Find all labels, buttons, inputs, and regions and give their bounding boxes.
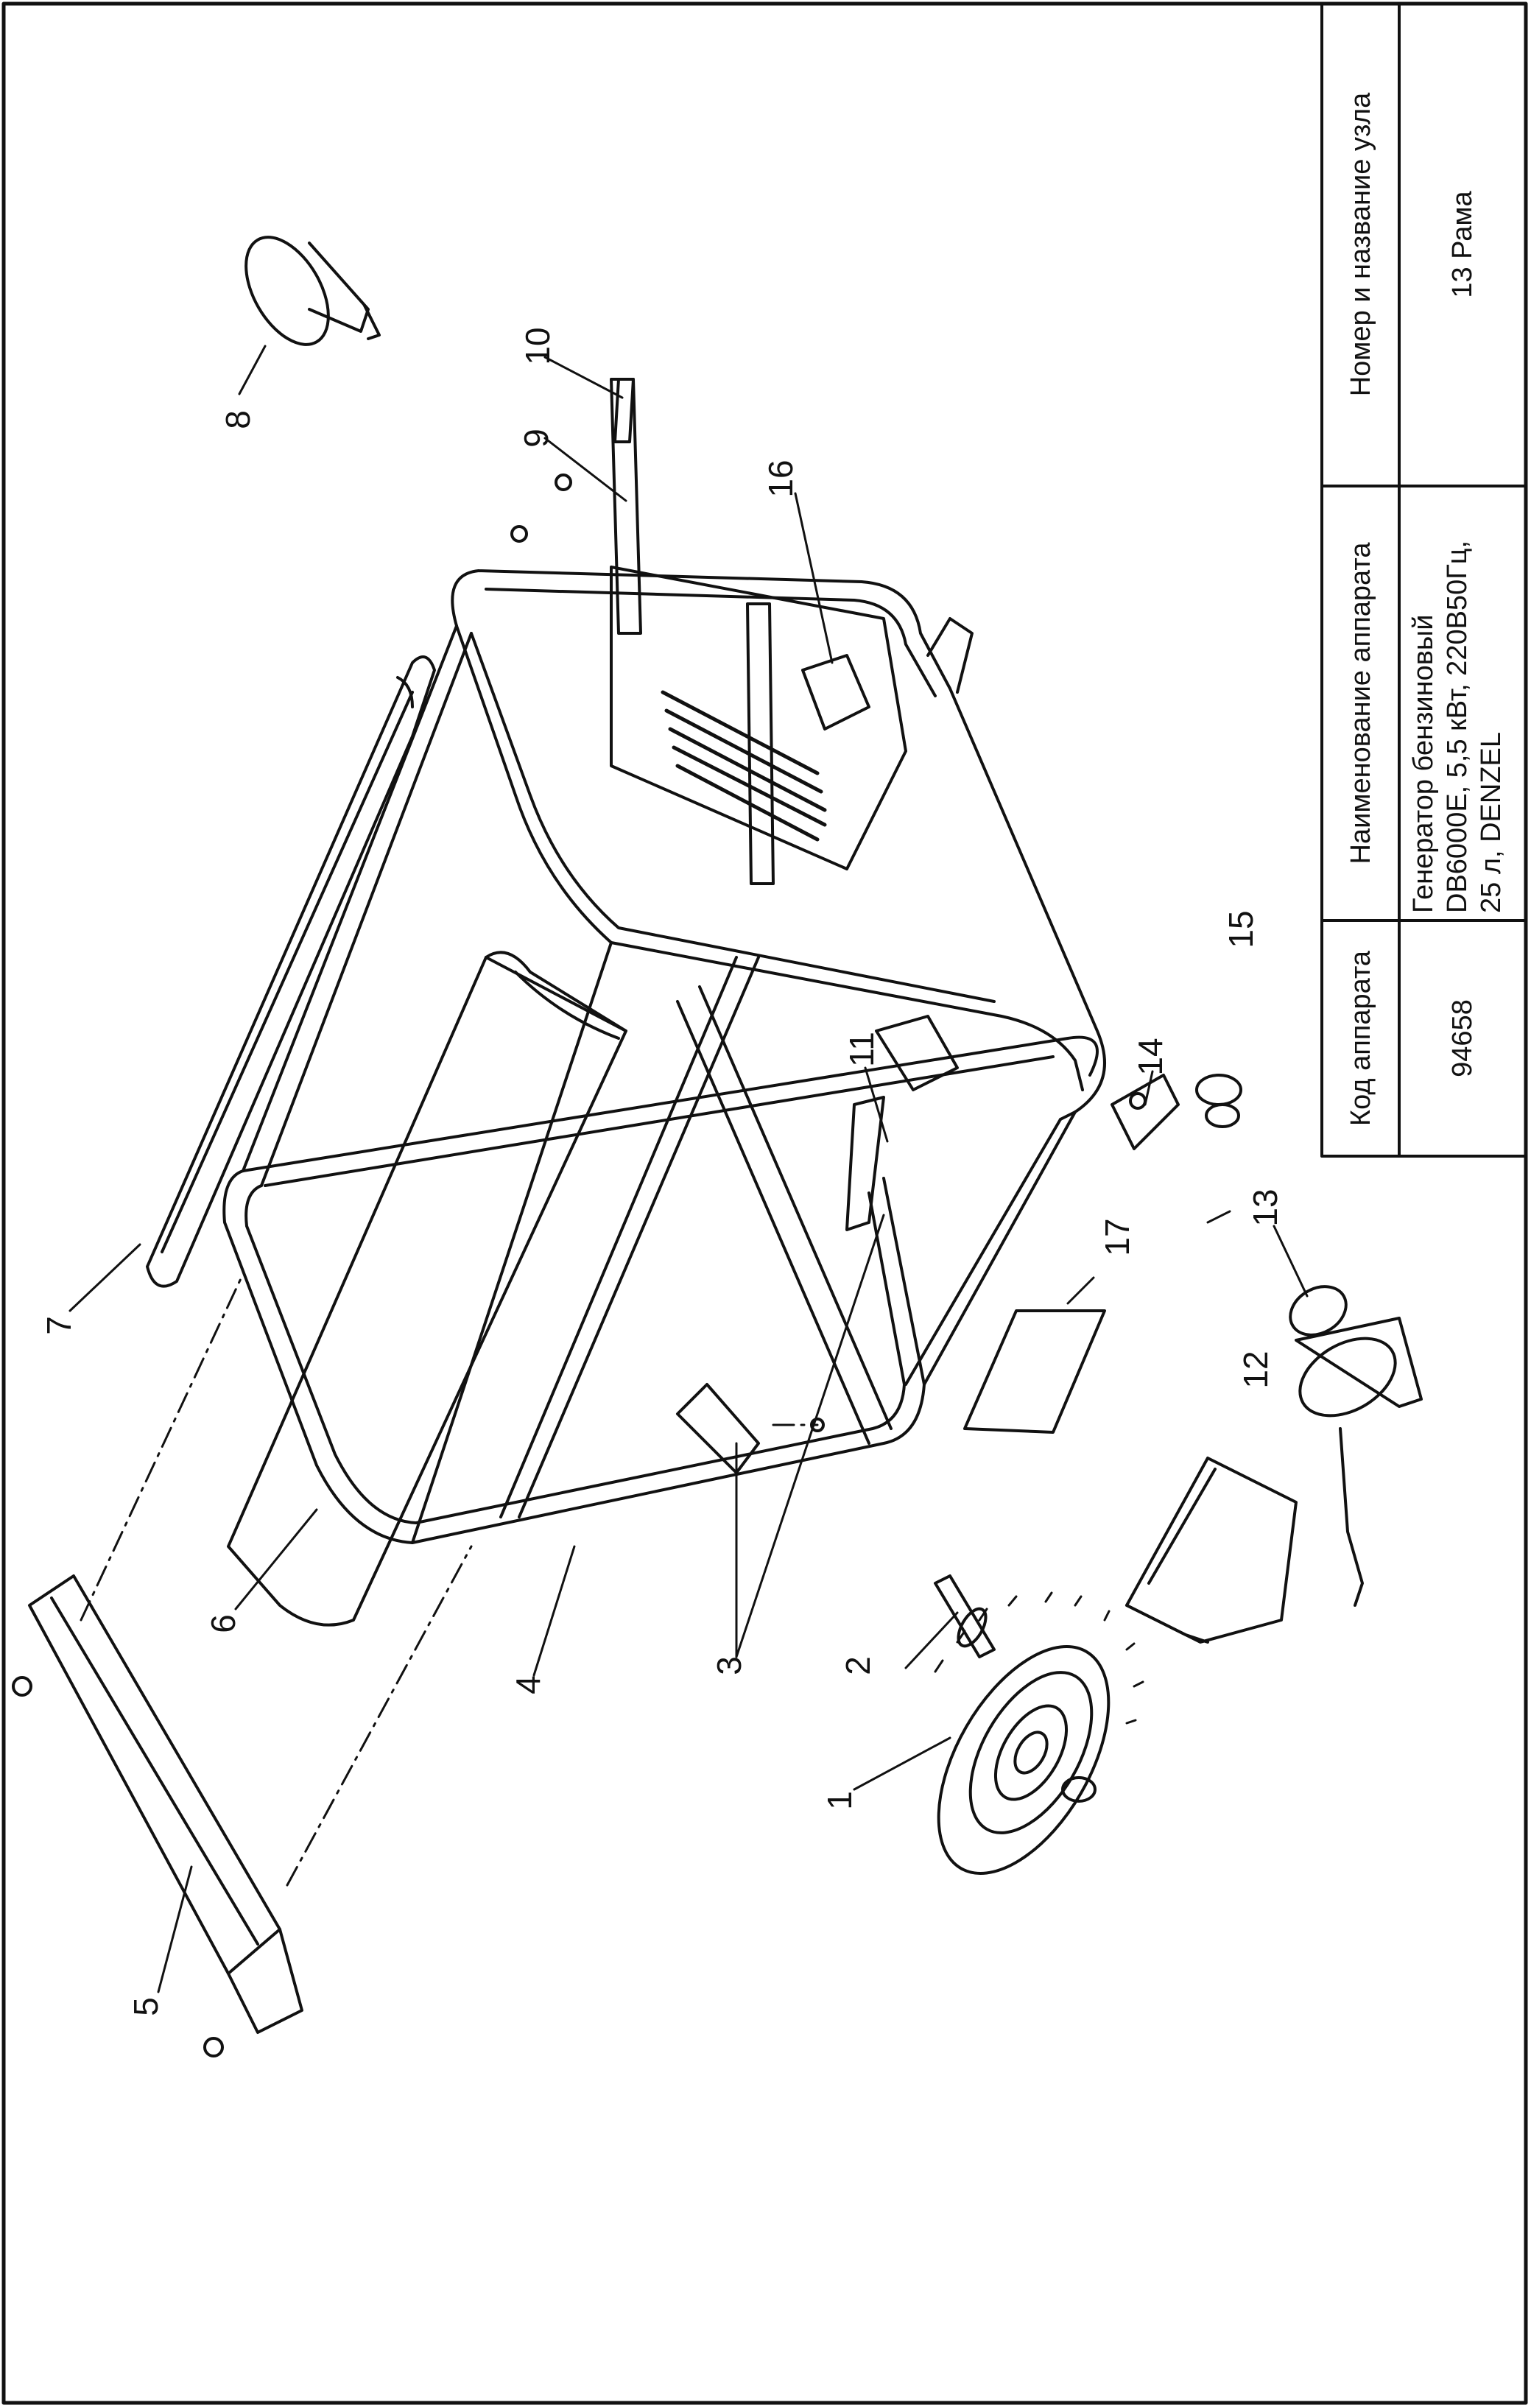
callout-10: 10 [518,327,557,365]
apparatus-name-line-3: 25 л, DENZEL [1476,731,1507,913]
callout-6: 6 [204,1614,242,1633]
muffler-shield-6 [227,951,627,1627]
axle-2 [934,1574,996,1658]
apparatus-name-line-2: DB6000E, 5,5 кВт, 220В50Гц, [1442,540,1473,913]
callout-16: 16 [761,460,800,498]
callout-2: 2 [839,1656,877,1675]
muffler-shield-6-lip [485,956,627,1040]
callout-7: 7 [40,1316,78,1335]
frame-front-loop-inner [244,1055,1055,1524]
apparatus-name-header: Наименование аппарата [1345,542,1376,865]
frame-side-rails [242,624,1077,1544]
callout-14: 14 [1131,1038,1169,1076]
callout-17: 17 [1098,1218,1136,1256]
funnel-8 [244,236,381,346]
code-value: 94658 [1447,999,1478,1077]
mount-brackets [676,617,1242,1474]
callout-15: 15 [1222,910,1260,948]
frame-rear-loop-inner [470,588,996,1003]
handle-assembly [610,378,775,885]
callout-9: 9 [517,429,555,448]
title-block-frame [1320,2,1527,1158]
side-cover-7 [146,655,436,1288]
leader-lines [68,345,1309,1993]
label-plate-17 [963,1309,1106,1434]
apparatus-name-value: Генератор бензиновый DB6000E, 5,5 кВт, 2… [1407,541,1508,913]
callout-3: 3 [710,1656,748,1675]
fasteners [510,473,1147,1432]
alignment-lines [80,1272,819,1887]
crossbar-5 [12,1574,303,2057]
starter-motor-13 [1289,1285,1423,1607]
frame-rear-loop [451,569,1106,1121]
callout-12: 12 [1236,1351,1275,1389]
control-panel [610,566,907,870]
callout-13: 13 [1246,1189,1284,1227]
unit-header: Номер и название узла [1345,92,1376,397]
battery-12 [1125,1457,1298,1644]
code-header: Код аппарата [1345,950,1376,1127]
callout-5: 5 [127,1997,165,2016]
side-cover-7-edge [161,691,414,1253]
callout-4: 4 [509,1675,547,1694]
callout-8: 8 [219,410,257,429]
unit-value: 13 Рама [1447,191,1478,298]
frame-front-loop [222,1035,1099,1544]
apparatus-name-line-1: Генератор бензиновый [1408,614,1439,913]
callout-1: 1 [820,1791,859,1810]
wheel-1 [934,1591,1144,1875]
callout-11: 11 [842,1032,881,1067]
